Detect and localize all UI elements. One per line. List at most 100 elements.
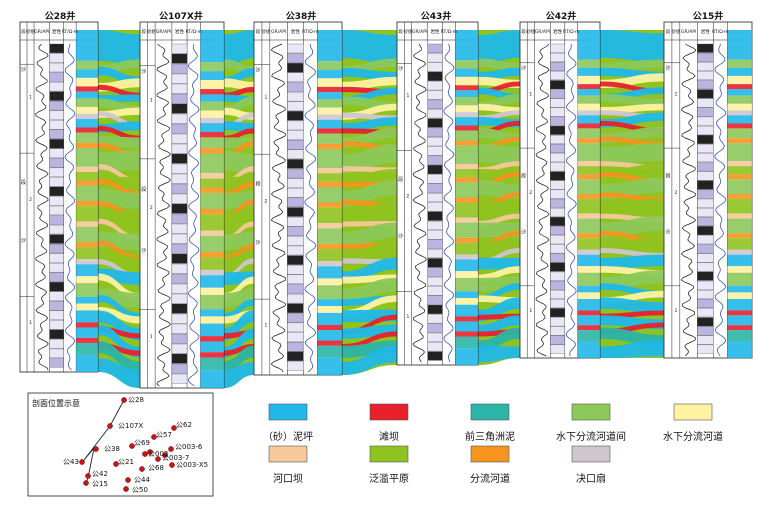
well3-litho-28 [427,304,443,314]
well4-litho-32 [550,335,565,345]
well2-litho-33 [287,361,304,371]
well5-litho-33 [697,344,714,354]
well0-track-band-19 [76,206,98,222]
well0-track-band-12 [76,142,98,148]
well0-track-band-33 [76,337,98,343]
well3-track-band-6 [455,97,478,106]
well0-litho-0 [49,43,64,54]
facies-band-28-0 [98,295,140,320]
well3-litho-11 [427,146,443,156]
well4-track-band-21 [577,218,600,234]
well1-litho-28 [171,323,188,334]
well0-litho-8 [49,120,64,130]
well5-track-band-4 [727,84,752,90]
well3-header-3: 岩性 [431,28,440,35]
well5-track-band-13 [727,143,752,162]
well0-side-1: 段 [21,179,26,186]
facies-band-21-2 [342,222,397,248]
well1-litho-19 [171,233,188,244]
facies-band-25-4 [600,254,664,270]
well5-litho-26 [697,280,714,290]
well0-litho-23 [49,263,64,273]
well4-litho-33 [550,344,565,354]
well2-track-band-21 [317,228,342,244]
well3-track-band-1 [455,60,478,69]
well1-track-band-4 [200,89,224,95]
well1-litho-8 [171,123,188,134]
well2-track-band-20 [317,223,342,229]
well5-track-band-12 [727,138,752,144]
well3-header-2: GR/API [412,29,427,35]
facies-band-35-0 [98,358,140,388]
well0-litho-16 [49,196,64,206]
well5-track-band-26 [727,266,752,273]
facies-band-32-3 [478,315,520,335]
facies-band-19-3 [478,200,520,217]
well5-gr-curve [680,43,697,357]
well3-track-band-29 [455,298,478,305]
well3-litho-27 [427,295,443,305]
well3-litho-30 [427,323,443,333]
well3-rt-curve [443,43,455,363]
well1-track-band-1 [200,62,224,72]
well1-track-band-7 [200,110,224,118]
inset-well-dot-13 [85,473,91,479]
well4-track-band-8 [577,110,600,116]
well1-track-band-27 [200,294,224,310]
well5-track-band-33 [727,325,752,331]
facies-band-10-0 [98,125,140,141]
well5-unit-2: 1 [674,308,677,314]
well0-side-0: 沙 [21,67,26,73]
facies-band-13-4 [600,143,664,165]
well5-litho-23 [697,253,714,263]
well2-track-band-24 [317,261,342,267]
well1-side-2: 沙 [141,248,146,254]
well0-track-band-11 [76,132,98,143]
well5-track-band-32 [727,315,752,326]
well3-track-band-7 [455,105,478,113]
well3-track-band-9 [455,117,478,126]
well5-track-band-9 [727,115,752,124]
well5-litho-14 [697,171,714,181]
well5-track-band-11 [727,128,752,139]
well4-track-band-14 [577,161,600,167]
well1-litho-4 [171,83,188,94]
well0-litho-10 [49,139,64,149]
well1-gr-curve [156,43,171,387]
well0-litho-15 [49,186,64,197]
well5-track-band-29 [727,292,752,299]
well1-header-4: RT/Ω·m [186,29,202,35]
well4-track-band-26 [577,266,600,273]
well2-litho-1 [287,53,304,63]
well2-track-band-5 [317,92,342,99]
well4-track-band-31 [577,310,600,316]
well5-track-band-22 [727,233,752,239]
well5-track-band-19 [727,198,752,214]
facies-band-19-0 [98,210,140,228]
well2-litho-32 [287,351,304,361]
well3-track-band-2 [455,68,478,77]
well3-litho-2 [427,62,443,72]
well3-track-band-24 [455,254,478,260]
well1-litho-14 [171,183,188,194]
well5-litho-9 [697,125,714,135]
well4-litho-0 [550,43,565,53]
inset-well-dot-2 [171,425,177,431]
well3-litho-18 [427,211,443,221]
well3-track-band-12 [455,140,478,146]
well1-litho-30 [171,343,188,354]
well3-litho-5 [427,90,443,100]
well1-track-band-14 [200,173,224,179]
well0-track-band-10 [76,127,98,133]
well4-track-band-11 [577,128,600,139]
well1-litho-11 [171,153,188,164]
facies-band-32-0 [98,324,140,358]
legend-swatch-7 [470,445,510,463]
legend-swatch-4 [673,403,713,421]
well5-header-3: 岩性 [701,28,710,35]
well4-header-1: 砂组 [526,28,535,35]
well2-track-band-17 [317,186,342,203]
well2-litho-19 [287,226,304,236]
well5-unit-1: 2 [674,190,677,196]
well1-track-band-31 [200,336,224,342]
